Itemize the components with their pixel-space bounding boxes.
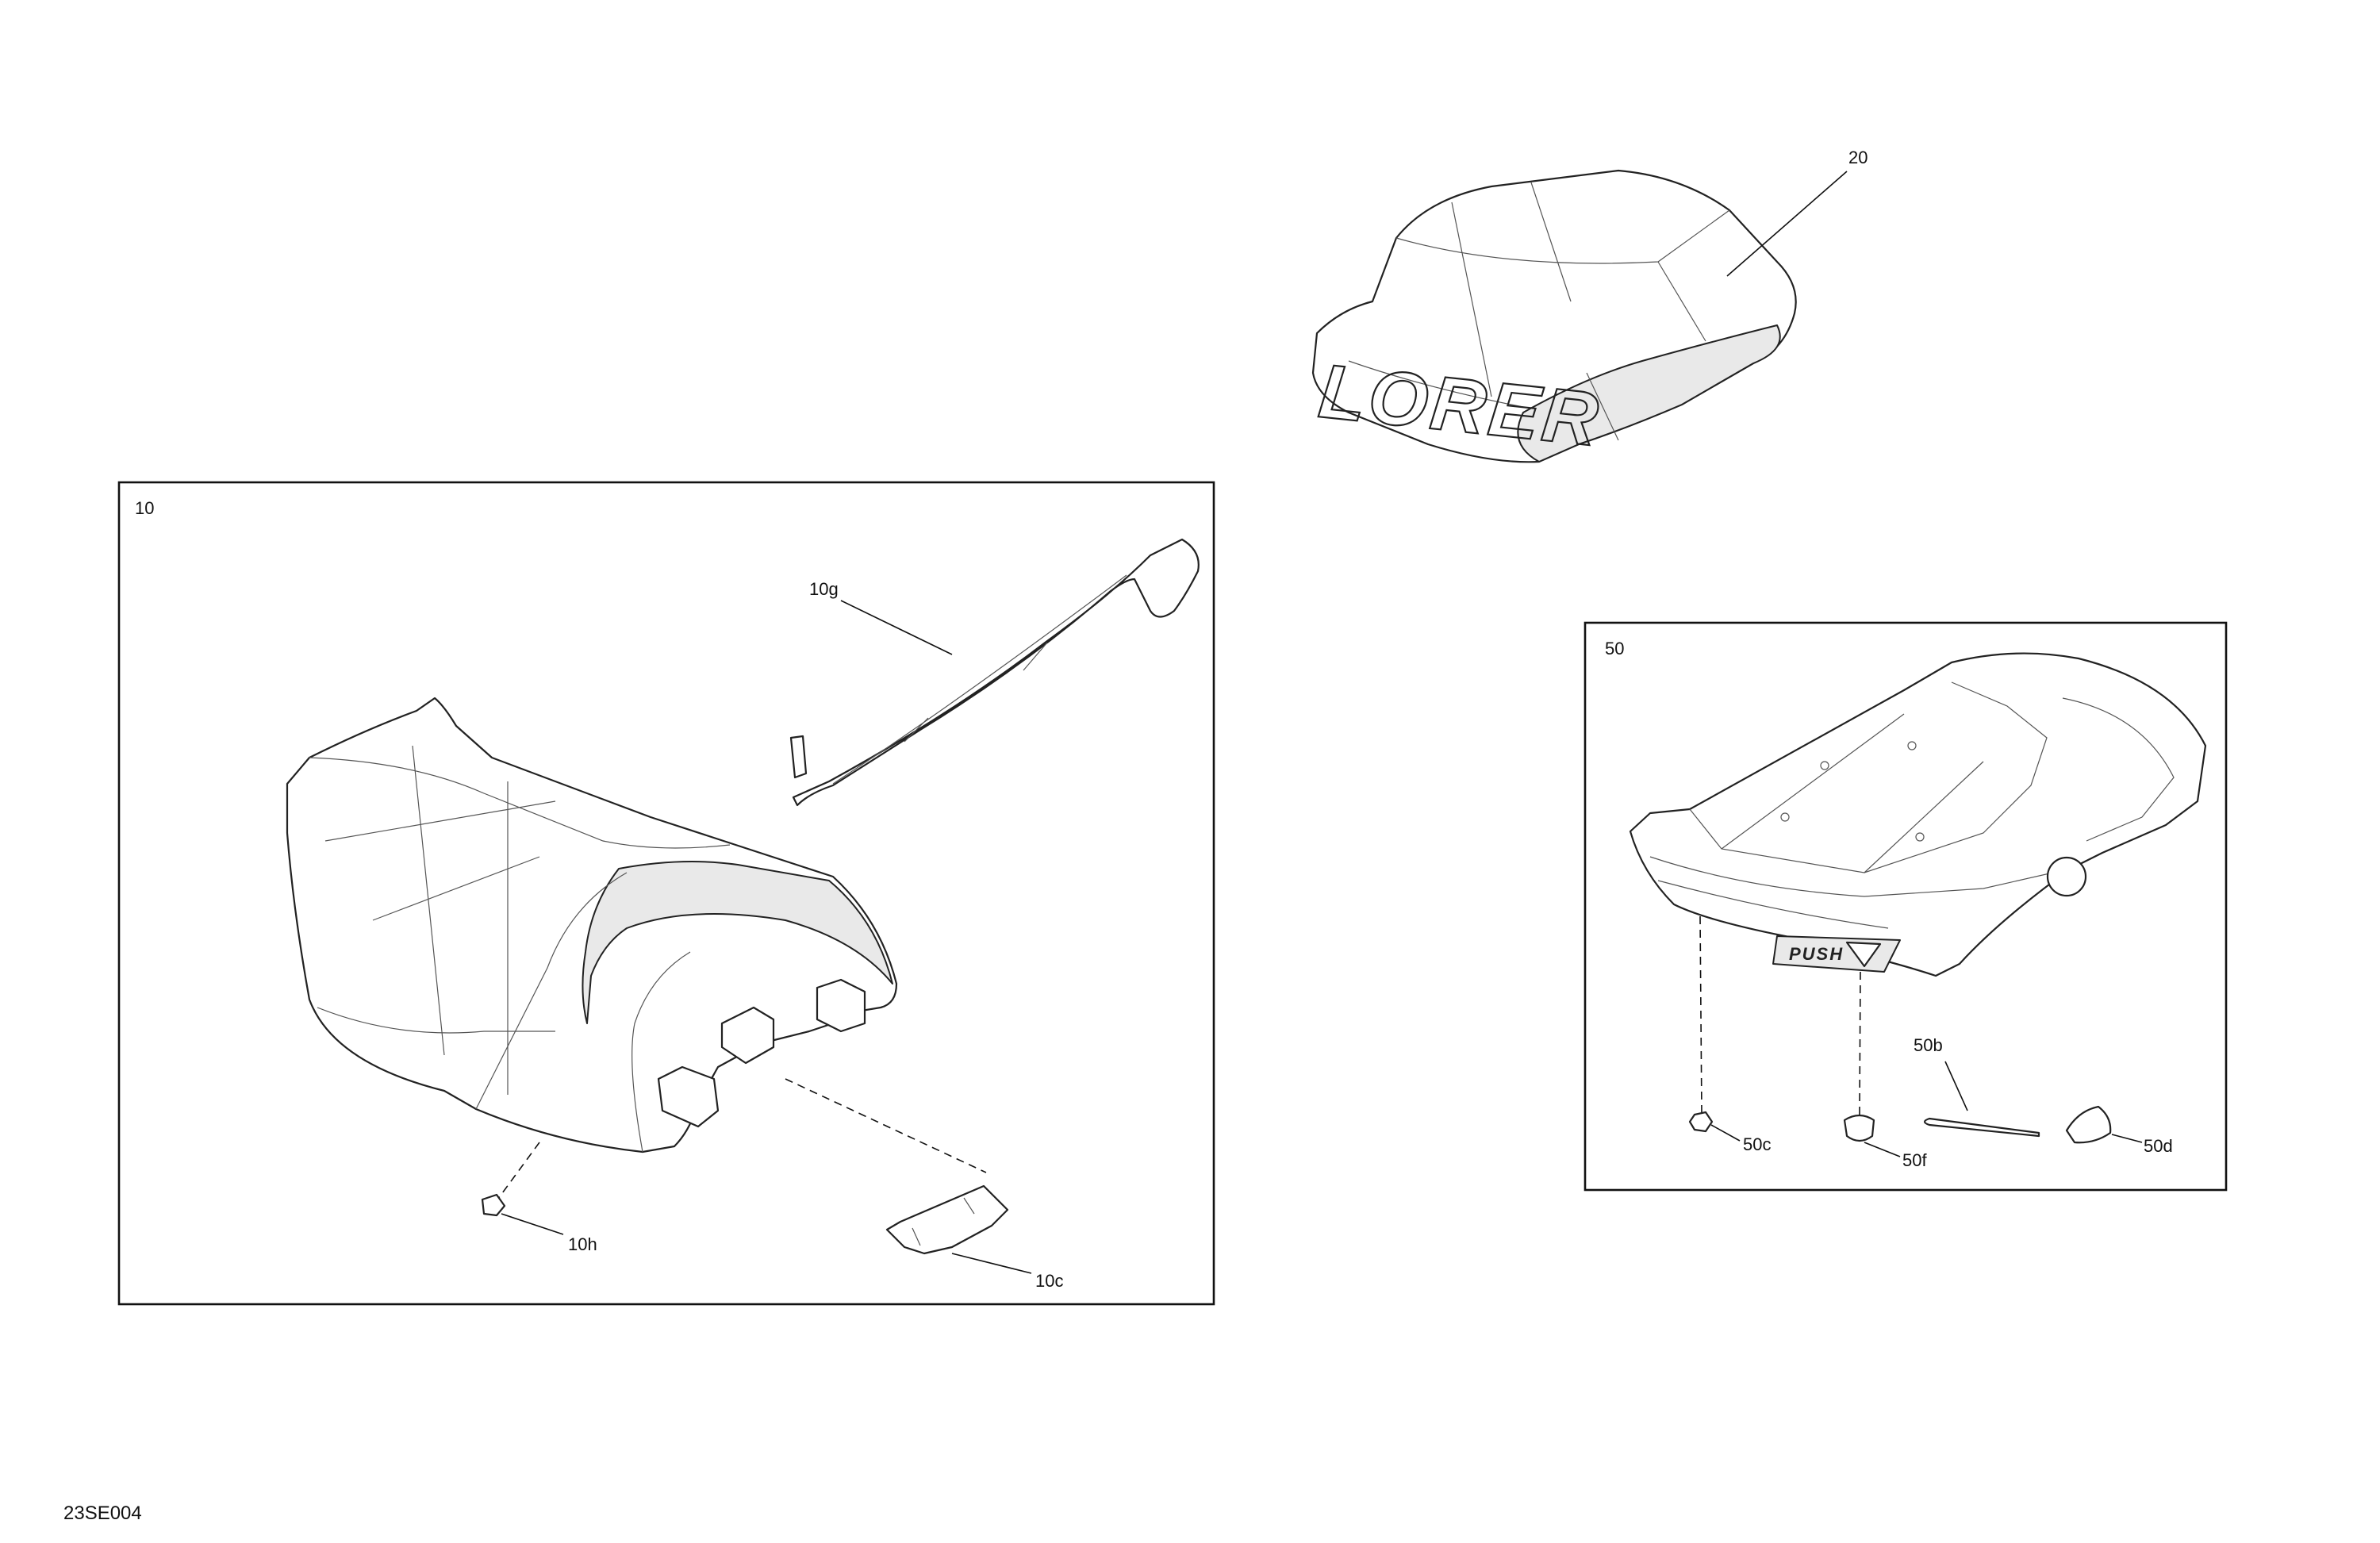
leader-10c bbox=[951, 1253, 1032, 1274]
bumper-50d bbox=[2065, 1105, 2112, 1144]
latch-10c bbox=[885, 1184, 1009, 1255]
callout-10: 10 bbox=[135, 498, 154, 518]
callout-50b: 50b bbox=[1914, 1035, 1943, 1055]
leader-10h bbox=[501, 1213, 564, 1235]
group-10: 10 10g 10h 10c bbox=[117, 481, 1215, 1306]
leader-50b bbox=[1944, 1061, 1968, 1111]
callout-50: 50 bbox=[1605, 639, 1624, 658]
seat-cover-20: LORER 20 bbox=[1311, 148, 1868, 463]
seat-base bbox=[1629, 652, 2207, 977]
fastener-10h bbox=[481, 1193, 506, 1217]
group-10-frame bbox=[117, 481, 1215, 1306]
group-50: 50 PUSH 50c 50f 50b 50d bbox=[1583, 621, 2228, 1192]
leader-50d bbox=[2111, 1134, 2143, 1143]
callout-20: 20 bbox=[1848, 148, 1868, 167]
leader-20 bbox=[1726, 171, 1848, 277]
leader-50f bbox=[1864, 1142, 1901, 1157]
callout-10h: 10h bbox=[568, 1234, 597, 1254]
leader-50c bbox=[1710, 1124, 1741, 1142]
nut-50c bbox=[1688, 1111, 1714, 1133]
strap-10g bbox=[792, 538, 1200, 807]
push-label: PUSH bbox=[1789, 944, 1844, 964]
callout-10c: 10c bbox=[1035, 1271, 1063, 1291]
callout-50d: 50d bbox=[2144, 1136, 2173, 1156]
callout-50c: 50c bbox=[1743, 1134, 1771, 1154]
pin-50b bbox=[1923, 1117, 2040, 1138]
document-code: 23SE004 bbox=[63, 1503, 142, 1524]
callout-10g: 10g bbox=[809, 579, 839, 599]
grommet-50f bbox=[1843, 1114, 1875, 1142]
callout-50f: 50f bbox=[1902, 1150, 1927, 1170]
leader-10g bbox=[840, 600, 953, 655]
group-50-frame bbox=[1583, 621, 2228, 1192]
